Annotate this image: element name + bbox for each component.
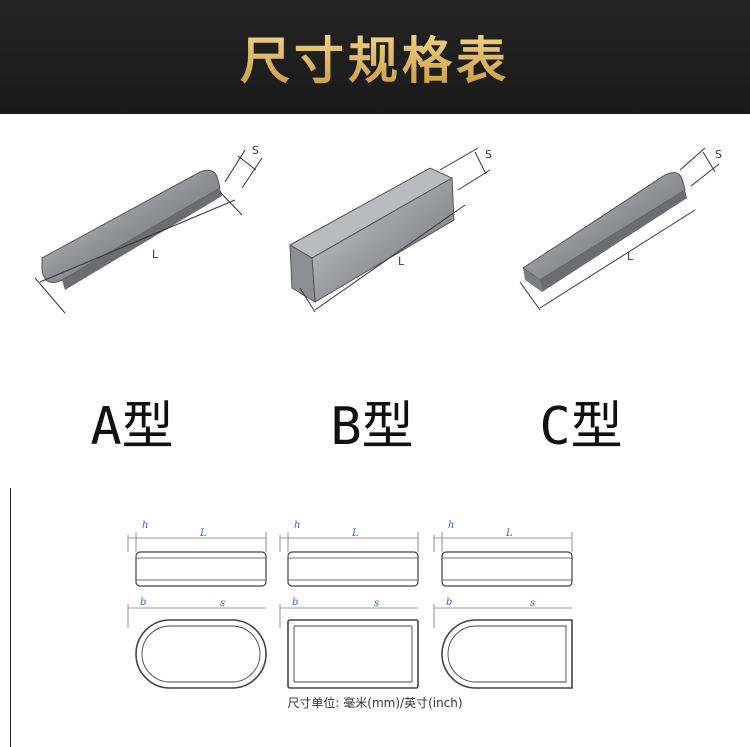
unit-note: 尺寸单位: 毫米(mm)/英寸(inch) — [287, 696, 463, 710]
dimension-lines — [127, 532, 573, 628]
header-banner: 尺寸规格表 — [0, 0, 750, 114]
type-a-key-photo: L S — [34, 144, 263, 314]
type-b-key-photo: L S — [288, 147, 492, 313]
length-mark: L — [152, 248, 159, 261]
L-mark: L — [199, 528, 207, 539]
dimension-marks: h L h L h L b s b s b s — [140, 520, 535, 609]
b-mark: b — [446, 597, 452, 608]
b-mark: b — [292, 597, 298, 608]
width-mark: S — [485, 148, 492, 161]
b-mark: b — [140, 597, 146, 608]
width-mark: S — [715, 148, 722, 161]
width-mark: S — [252, 144, 259, 157]
s-mark: s — [530, 598, 535, 609]
page-title: 尺寸规格表 — [240, 21, 510, 93]
type-c-key-photo: L S — [519, 147, 722, 311]
type-b-label: B型 — [330, 397, 414, 457]
h-mark: h — [142, 520, 148, 531]
divider — [10, 488, 11, 747]
technical-drawing: h L h L h L b s b s b s — [127, 520, 573, 689]
side-views — [135, 551, 573, 587]
s-mark: s — [220, 598, 225, 609]
top-views — [135, 619, 573, 689]
h-mark: h — [294, 520, 300, 531]
length-mark: L — [627, 250, 634, 263]
h-mark: h — [448, 520, 454, 531]
s-mark: s — [374, 598, 379, 609]
L-mark: L — [505, 528, 513, 539]
type-a-label: A型 — [90, 397, 174, 457]
L-mark: L — [351, 528, 359, 539]
type-c-label: C型 — [539, 397, 623, 457]
length-mark: L — [398, 255, 405, 268]
